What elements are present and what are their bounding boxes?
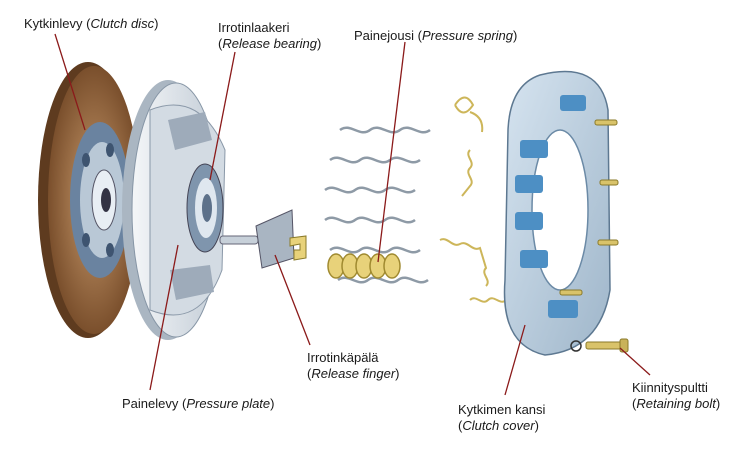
label-clutch-disc: Kytkinlevy (Clutch disc) — [24, 16, 159, 31]
release-finger — [255, 209, 307, 269]
label-pressure-spring-en: Pressure spring — [421, 28, 513, 43]
label-release-finger-fi: Irrotinkäpälä — [307, 350, 379, 365]
label-pressure-plate-fi: Painelevy — [122, 396, 179, 411]
label-retaining-bolt-fi: Kiinnityspultti — [632, 380, 708, 395]
clutch-cover — [503, 70, 619, 356]
label-retaining-bolt: Kiinnityspultti (Retaining bolt) — [632, 380, 721, 411]
label-clutch-cover-en: Clutch cover — [462, 418, 535, 433]
label-release-finger-en: Release finger — [311, 366, 396, 381]
label-release-bearing-fi: Irrotinlaakeri — [218, 20, 290, 35]
label-release-bearing: Irrotinlaakeri (Release bearing) — [218, 20, 322, 51]
label-clutch-disc-en: Clutch disc — [90, 16, 155, 31]
label-clutch-cover: Kytkimen kansi (Clutch cover) — [458, 402, 546, 433]
pressure-springs — [324, 126, 431, 284]
label-pressure-spring-fi: Painejousi — [354, 28, 414, 43]
release-bearing — [186, 163, 259, 253]
label-pressure-plate-en: Pressure plate — [186, 396, 271, 411]
label-clutch-disc-fi: Kytkinlevy — [24, 16, 83, 31]
leader-lines — [54, 33, 651, 396]
label-retaining-bolt-en: Retaining bolt — [636, 396, 716, 411]
label-pressure-plate: Painelevy (Pressure plate) — [122, 396, 275, 411]
label-clutch-cover-fi: Kytkimen kansi — [458, 402, 546, 417]
label-pressure-spring: Painejousi (Pressure spring) — [354, 28, 518, 43]
label-release-bearing-en: Release bearing — [222, 36, 318, 51]
retaining-bolt — [570, 338, 629, 353]
small-springs — [439, 96, 507, 303]
label-release-finger: Irrotinkäpälä (Release finger) — [307, 350, 400, 381]
highlighted-spring — [327, 253, 401, 279]
clutch-disc — [38, 62, 140, 338]
